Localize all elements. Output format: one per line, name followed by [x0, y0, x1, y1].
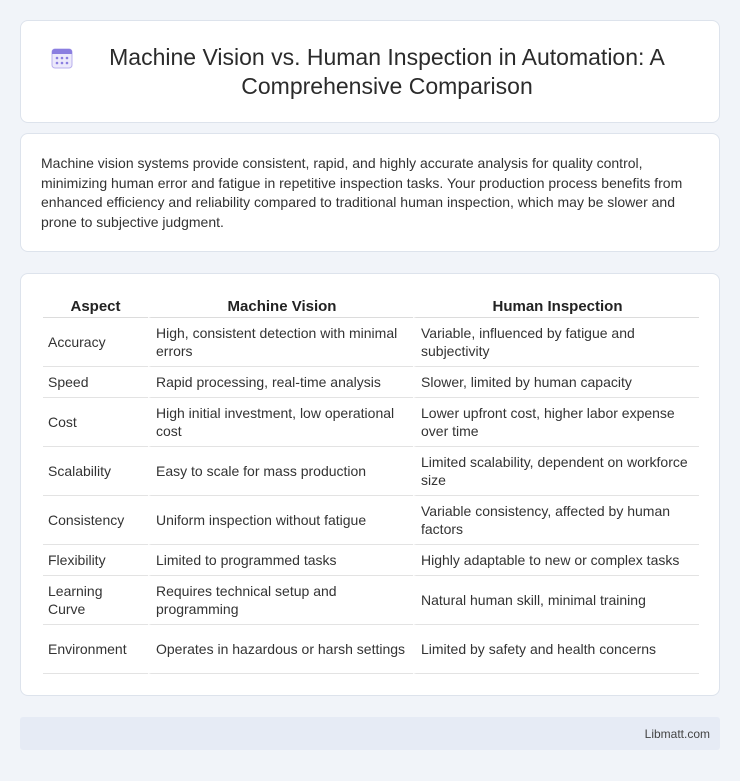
machine-vision-cell: Operates in hazardous or harsh settings [148, 625, 413, 674]
intro-paragraph: Machine vision systems provide consisten… [41, 155, 683, 230]
header-card: Machine Vision vs. Human Inspection in A… [20, 20, 720, 123]
aspect-cell: Flexibility [43, 545, 148, 576]
table-row: Consistency Uniform inspection without f… [43, 496, 699, 545]
machine-vision-cell: High, consistent detection with minimal … [148, 318, 413, 367]
page-title: Machine Vision vs. Human Inspection in A… [109, 43, 665, 99]
table-row: Accuracy High, consistent detection with… [43, 318, 699, 367]
table-row: Cost High initial investment, low operat… [43, 398, 699, 447]
table-row: Flexibility Limited to programmed tasks … [43, 545, 699, 576]
aspect-cell: Accuracy [43, 318, 148, 367]
comparison-table: Aspect Machine Vision Human Inspection A… [43, 296, 699, 674]
table-row: Learning Curve Requires technical setup … [43, 576, 699, 625]
human-inspection-cell: Highly adaptable to new or complex tasks [413, 545, 699, 576]
footer-bar: Libmatt.com [20, 717, 720, 750]
aspect-cell: Learning Curve [43, 576, 148, 625]
table-header-row: Aspect Machine Vision Human Inspection [43, 296, 699, 318]
human-inspection-cell: Lower upfront cost, higher labor expense… [413, 398, 699, 447]
machine-vision-cell: Easy to scale for mass production [148, 447, 413, 496]
footer-site-link[interactable]: Libmatt.com [644, 726, 710, 741]
aspect-cell: Consistency [43, 496, 148, 545]
human-inspection-cell: Natural human skill, minimal training [413, 576, 699, 625]
column-header-human-inspection: Human Inspection [413, 296, 699, 318]
machine-vision-cell: Uniform inspection without fatigue [148, 496, 413, 545]
table-row: Environment Operates in hazardous or har… [43, 625, 699, 674]
aspect-cell: Speed [43, 367, 148, 398]
machine-vision-cell: Requires technical setup and programming [148, 576, 413, 625]
human-inspection-cell: Variable, influenced by fatigue and subj… [413, 318, 699, 367]
human-inspection-cell: Limited scalability, dependent on workfo… [413, 447, 699, 496]
machine-vision-cell: High initial investment, low operational… [148, 398, 413, 447]
table-row: Speed Rapid processing, real-time analys… [43, 367, 699, 398]
title-wrap: Machine Vision vs. Human Inspection in A… [51, 43, 689, 101]
comparison-card: Aspect Machine Vision Human Inspection A… [20, 273, 720, 696]
machine-vision-cell: Rapid processing, real-time analysis [148, 367, 413, 398]
human-inspection-cell: Slower, limited by human capacity [413, 367, 699, 398]
column-header-aspect: Aspect [43, 296, 148, 318]
column-header-machine-vision: Machine Vision [148, 296, 413, 318]
aspect-cell: Environment [43, 625, 148, 674]
human-inspection-cell: Limited by safety and health concerns [413, 625, 699, 674]
machine-vision-cell: Limited to programmed tasks [148, 545, 413, 576]
calendar-icon [51, 48, 73, 68]
human-inspection-cell: Variable consistency, affected by human … [413, 496, 699, 545]
aspect-cell: Cost [43, 398, 148, 447]
intro-card: Machine vision systems provide consisten… [20, 133, 720, 252]
table-row: Scalability Easy to scale for mass produ… [43, 447, 699, 496]
aspect-cell: Scalability [43, 447, 148, 496]
